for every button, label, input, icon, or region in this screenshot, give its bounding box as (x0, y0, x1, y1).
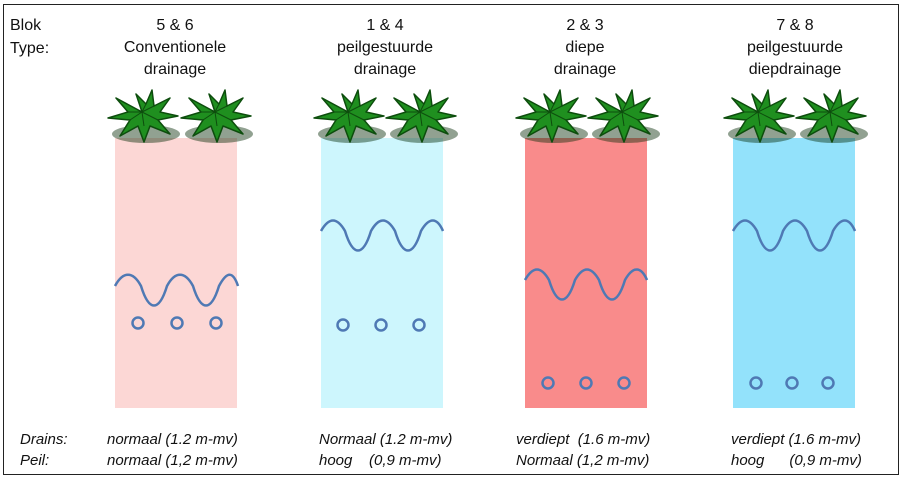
peil-value-5-6: normaal (1,2 m-mv) (107, 452, 238, 469)
water-level-wave (319, 219, 445, 252)
plant-icon (515, 89, 589, 144)
blok-number: 7 & 8 (776, 17, 814, 34)
type-line-1: diepe (565, 39, 605, 56)
drain-pipe-icon (170, 316, 184, 330)
water-level-wave (523, 268, 649, 301)
column-title-4: 7 & 8 peilgestuurde diepdrainage (710, 15, 880, 81)
drain-pipe-icon (209, 316, 223, 330)
drains-label: Drains: (20, 431, 68, 448)
plant-icon (385, 89, 459, 144)
drain-pipe-icon (336, 318, 350, 332)
blok-label: Blok (10, 17, 42, 34)
column-title-2: 1 & 4 peilgestuurde drainage (300, 15, 470, 81)
drains-value-1-4: Normaal (1.2 m-mv) (319, 431, 453, 448)
drain-pipe-icon (412, 318, 426, 332)
peil-value-1-4: hoog (0,9 m-mv) (319, 452, 442, 469)
drain-pipe-icon (131, 316, 145, 330)
drain-pipe-icon (541, 376, 555, 390)
type-line-2: drainage (553, 61, 617, 78)
drain-pipe-icon (821, 376, 835, 390)
plant-icon (795, 89, 869, 144)
drain-pipe-icon (785, 376, 799, 390)
drain-pipe-icon (579, 376, 593, 390)
type-line-1: peilgestuurde (746, 39, 844, 56)
type-line-2: diepdrainage (748, 61, 842, 78)
soil-column-1-4 (321, 138, 443, 408)
column-title-1: 5 & 6 Conventionele drainage (90, 15, 260, 81)
peil-value-7-8: hoog (0,9 m-mv) (731, 452, 862, 469)
soil-column-7-8 (733, 138, 855, 408)
type-label: Type: (10, 40, 50, 57)
type-line-1: Conventionele (123, 39, 227, 56)
blok-number: 1 & 4 (366, 17, 404, 34)
water-level-wave (731, 219, 857, 252)
column-title-3: 2 & 3 diepe drainage (500, 15, 670, 81)
peil-label: Peil: (20, 452, 50, 469)
soil-column-5-6 (115, 138, 237, 408)
drains-value-2-3: verdiept (1.6 m-mv) (516, 431, 651, 448)
drain-pipe-icon (749, 376, 763, 390)
water-level-wave (113, 273, 240, 307)
blok-number: 5 & 6 (156, 17, 194, 34)
peil-value-2-3: Normaal (1,2 m-mv) (516, 452, 650, 469)
drains-value-7-8: verdiept (1.6 m-mv) (731, 431, 862, 448)
plant-icon (180, 89, 254, 144)
drain-pipe-icon (617, 376, 631, 390)
drains-value-5-6: normaal (1.2 m-mv) (107, 431, 238, 448)
type-line-2: drainage (353, 61, 417, 78)
plant-icon (587, 89, 661, 144)
diagram-frame (3, 4, 899, 475)
drain-pipe-icon (374, 318, 388, 332)
blok-number: 2 & 3 (566, 17, 604, 34)
plant-icon (313, 89, 387, 144)
plant-icon (107, 89, 181, 144)
plant-icon (723, 89, 797, 144)
type-line-2: drainage (143, 61, 207, 78)
type-line-1: peilgestuurde (336, 39, 434, 56)
